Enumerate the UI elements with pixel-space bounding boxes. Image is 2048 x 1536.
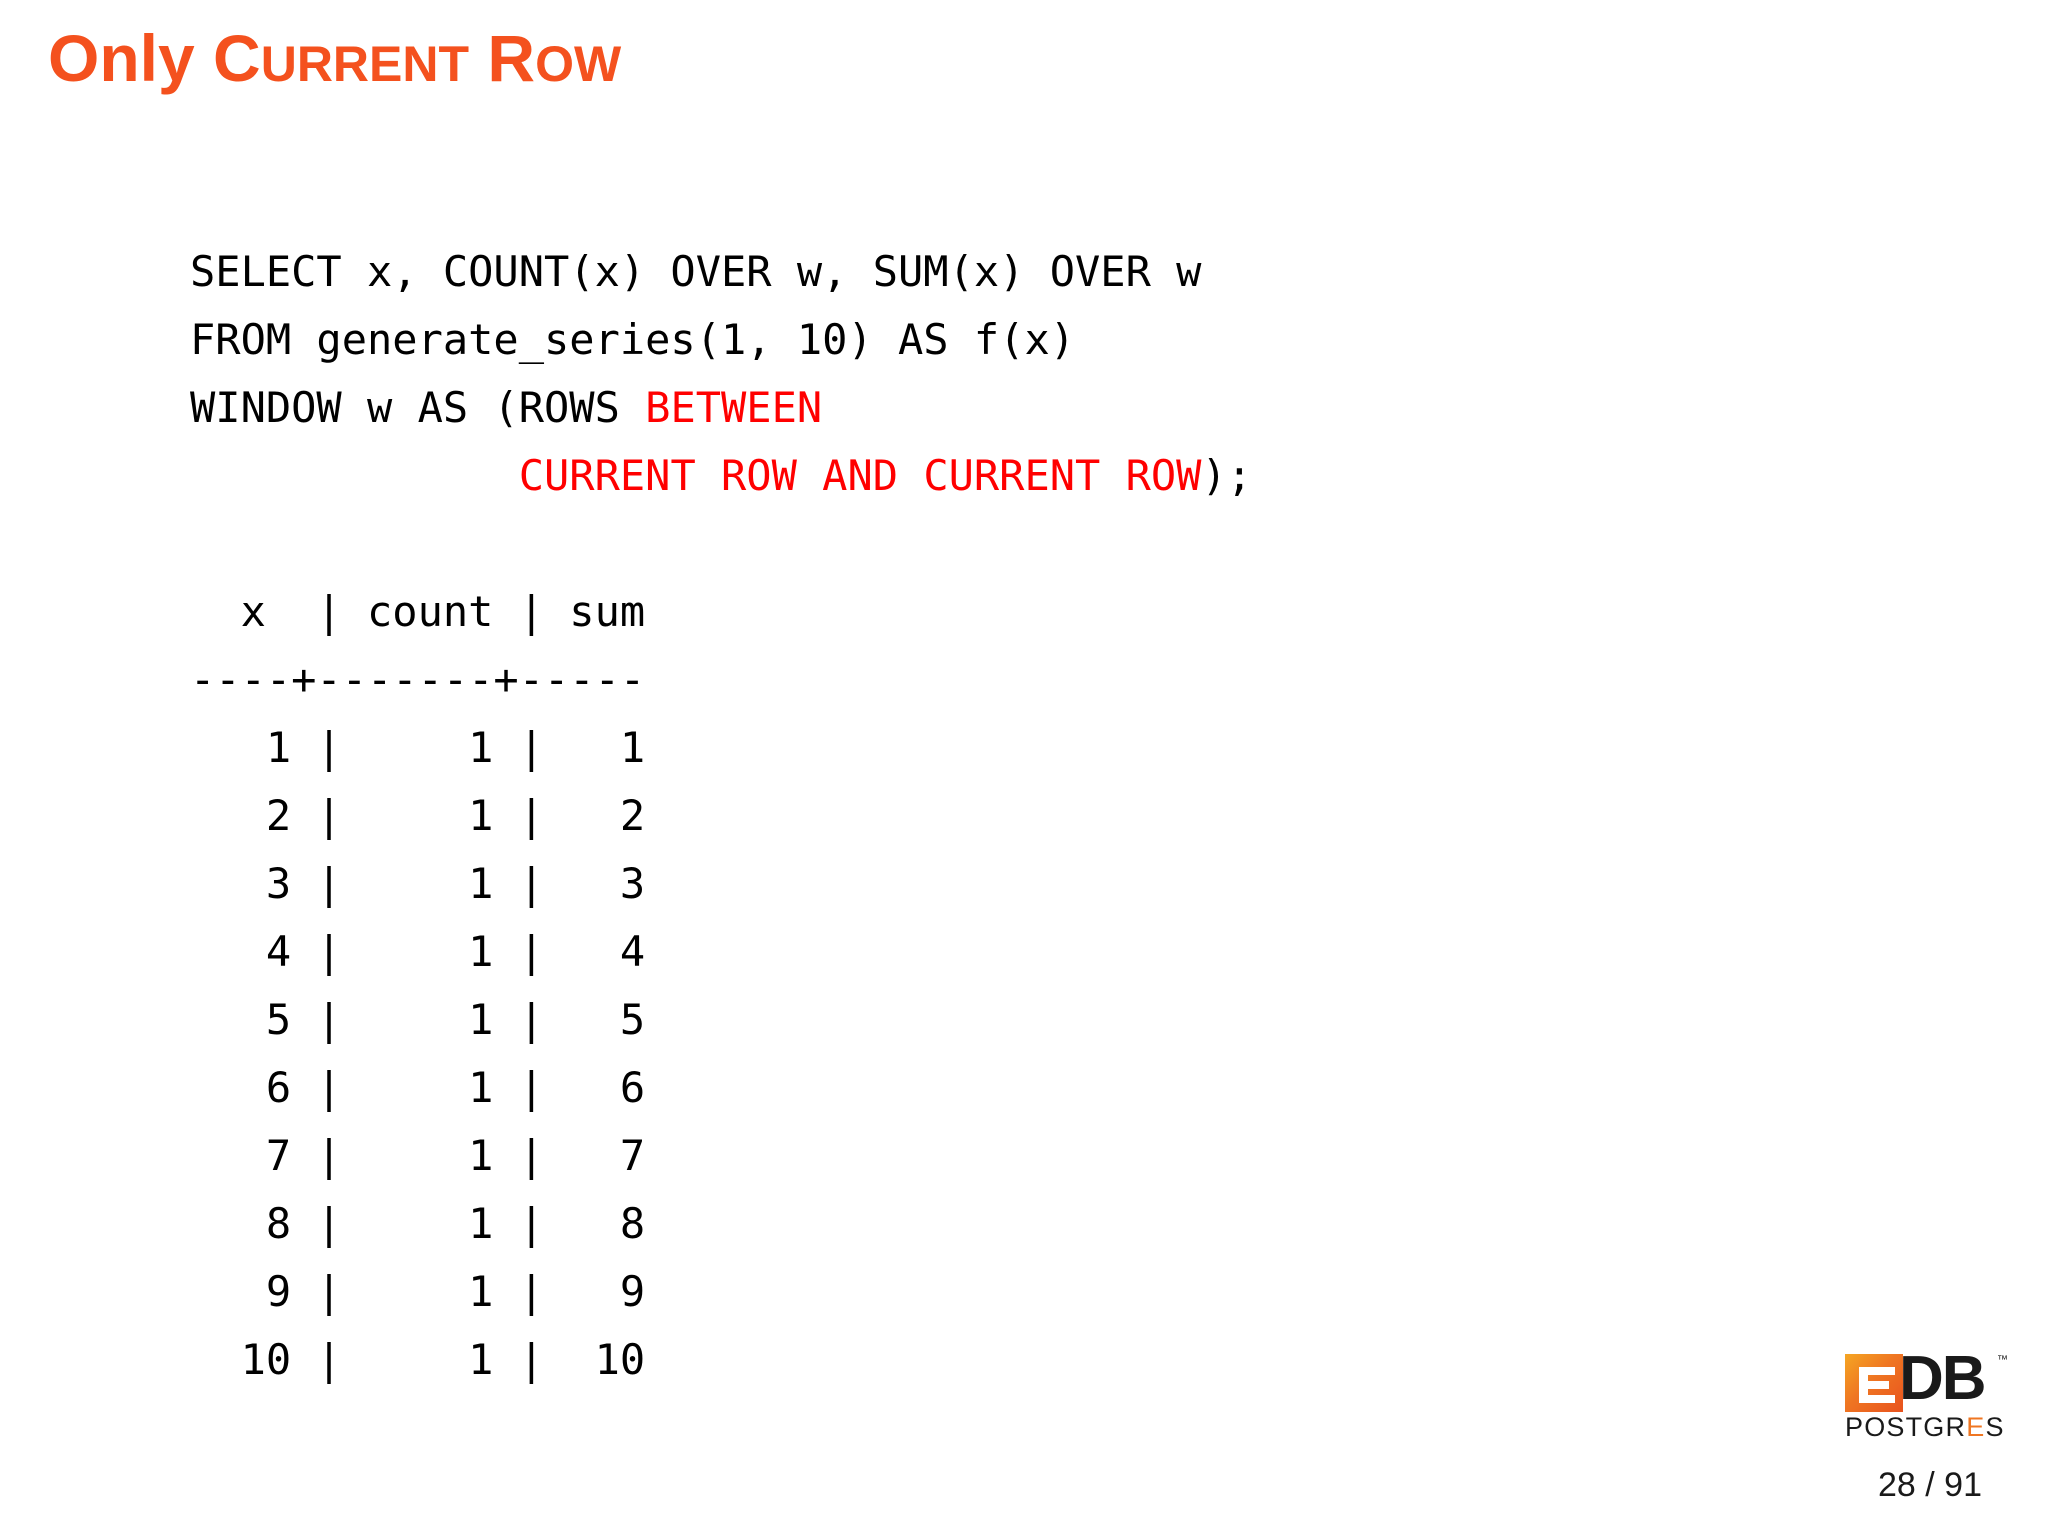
- code-line-window-plain: WINDOW w AS (ROWS: [190, 383, 646, 432]
- code-line-terminator: );: [1201, 451, 1253, 500]
- result-table-separator: ----+-------+-----: [190, 655, 646, 704]
- wordmark-pre: POSTGR: [1845, 1412, 1967, 1442]
- edb-logo: DB ™ POSTGRES: [1845, 1348, 2015, 1448]
- title-current-initial: C: [213, 21, 261, 95]
- edb-e-bar-mid: [1859, 1381, 1889, 1389]
- edb-e-icon: [1845, 1354, 1903, 1412]
- code-line-from: FROM generate_series(1, 10) AS f(x): [190, 315, 1076, 364]
- keyword-current-row-frame: CURRENT ROW AND CURRENT ROW: [518, 451, 1202, 500]
- result-table-header: x | count | sum: [190, 587, 671, 636]
- code-line-indent: [190, 451, 519, 500]
- wordmark-post: S: [1985, 1412, 2005, 1442]
- code-line-select: SELECT x, COUNT(x) OVER w, SUM(x) OVER w: [190, 247, 1202, 296]
- query-result-table: x | count | sum ----+-------+----- 1 | 1…: [190, 578, 670, 1394]
- title-row-rest: OW: [535, 36, 622, 92]
- sql-code-block: SELECT x, COUNT(x) OVER w, SUM(x) OVER w…: [190, 238, 1252, 510]
- edb-e-bar-top: [1859, 1367, 1895, 1375]
- title-word-only: Only: [48, 21, 195, 95]
- keyword-between: BETWEEN: [645, 383, 823, 432]
- edb-postgres-wordmark: POSTGRES: [1845, 1412, 2005, 1443]
- edb-e-bar-bottom: [1859, 1395, 1895, 1403]
- title-current-rest: URRENT: [260, 36, 470, 92]
- trademark-icon: ™: [1997, 1354, 2008, 1366]
- title-row-initial: R: [487, 21, 536, 95]
- page-number: 28 / 91: [1878, 1466, 1982, 1504]
- edb-db-text: DB: [1899, 1344, 1987, 1413]
- edb-logo-mark: DB ™: [1845, 1348, 2013, 1414]
- page-title: Only CURRENT ROW: [48, 22, 621, 95]
- result-table-rows: 1 | 1 | 1 2 | 1 | 2 3 | 1 | 3 4 | 1 | 4 …: [240, 723, 646, 1384]
- wordmark-highlight: E: [1966, 1412, 1986, 1442]
